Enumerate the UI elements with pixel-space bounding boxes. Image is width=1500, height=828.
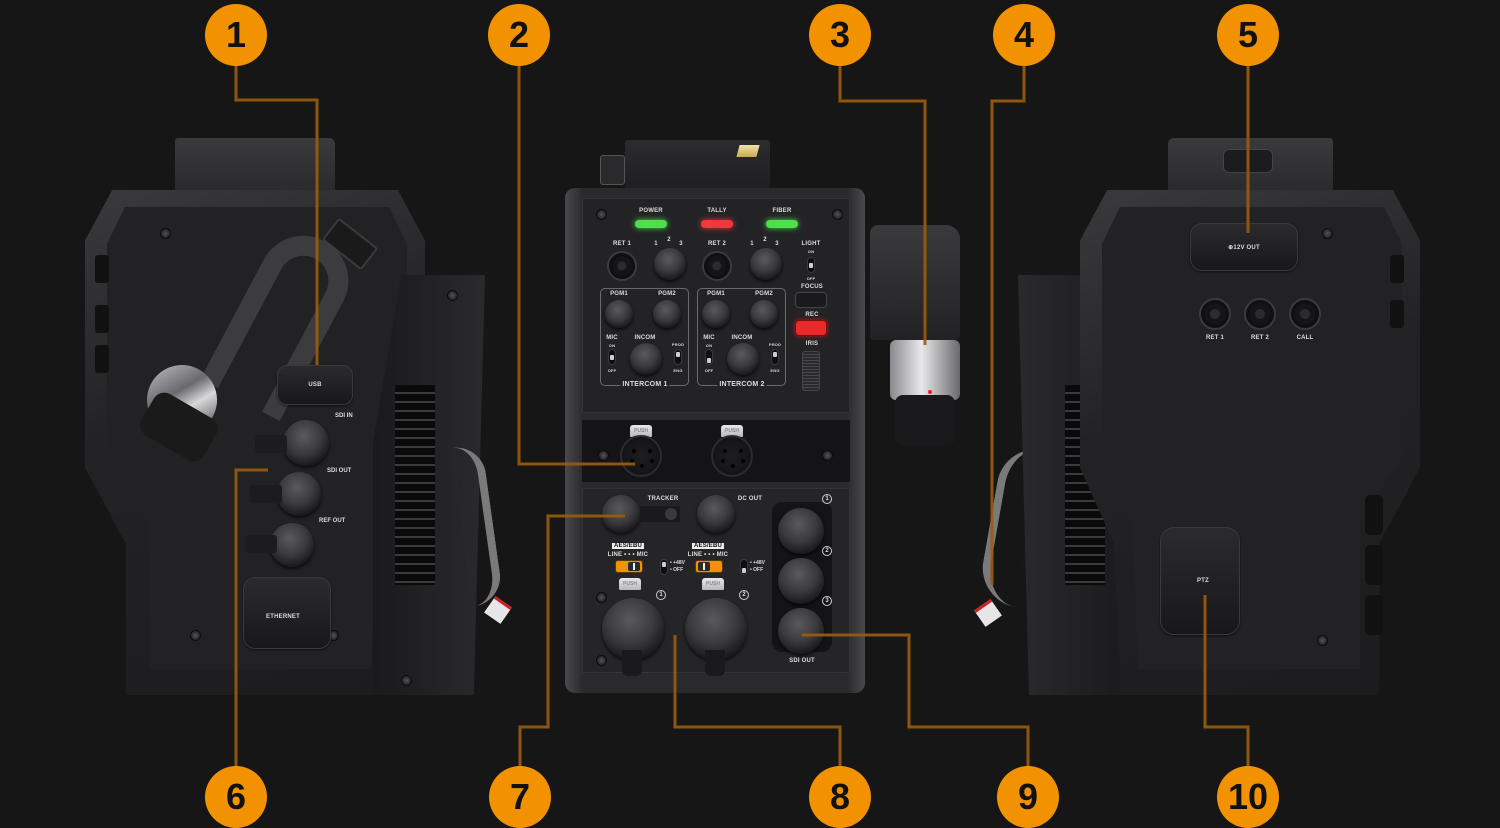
fiber-led-label: FIBER — [772, 208, 792, 214]
phantom-switch-2[interactable] — [740, 559, 748, 575]
tracker-connector[interactable] — [602, 495, 640, 533]
focus-button[interactable] — [795, 292, 827, 308]
fiber-connector-cap — [895, 395, 955, 445]
right-unit: ⊕12V OUT RET 1 RET 2 CALL PTZ — [960, 135, 1420, 695]
ret2-label: RET 2 — [707, 241, 727, 247]
intercom2-prod-eng-switch[interactable] — [771, 349, 779, 365]
ret1-label: RET 1 — [612, 241, 632, 247]
screw — [160, 228, 171, 239]
intercom1-incom-knob[interactable] — [630, 343, 662, 375]
callout-badge-10: 10 — [1217, 766, 1279, 828]
fiber-led — [766, 220, 798, 228]
ret1-button-right[interactable] — [1199, 298, 1231, 330]
line-mic-label-1: LINE • • • MIC — [607, 552, 649, 558]
xlr-push-tab[interactable]: PUSH — [630, 425, 652, 437]
iris-wheel[interactable] — [802, 351, 820, 391]
rec-label: REC — [805, 312, 819, 318]
sdi-in-label: SDI IN — [335, 413, 353, 419]
ret2-select-dial[interactable] — [750, 248, 782, 280]
power-led-label: POWER — [639, 208, 663, 214]
callout-badge-9: 9 — [997, 766, 1059, 828]
callout-badge-5: 5 — [1217, 4, 1279, 66]
screw — [190, 630, 201, 641]
xlr-push-tab[interactable]: PUSH — [702, 578, 724, 590]
ethernet-label: ETHERNET — [266, 614, 300, 620]
tracker-label: TRACKER — [647, 496, 679, 502]
intercom2-pgm2-knob[interactable] — [750, 300, 778, 328]
focus-label: FOCUS — [801, 284, 823, 290]
usb-label: USB — [308, 382, 322, 388]
ret1-select-dial[interactable] — [654, 248, 686, 280]
cooling-fins — [395, 385, 435, 585]
callout-badge-3: 3 — [809, 4, 871, 66]
cable-connector — [974, 599, 1002, 627]
intercom2-mic-switch[interactable] — [705, 349, 713, 365]
tally-led-label: TALLY — [707, 208, 727, 214]
ptz-label: PTZ — [1197, 578, 1209, 584]
callout-badge-7: 7 — [489, 766, 551, 828]
dc-out-label: DC OUT — [737, 496, 763, 502]
fiber-connector-barrel — [890, 340, 960, 400]
intercom1-mic-switch[interactable] — [608, 349, 616, 365]
12v-out-label: ⊕12V OUT — [1228, 245, 1260, 251]
mount-knob[interactable] — [1223, 149, 1273, 173]
sdi-in-connector[interactable] — [283, 420, 329, 466]
ptz-port-cover[interactable] — [1160, 527, 1240, 635]
ref-out-connector[interactable] — [270, 523, 314, 567]
right-panel — [1102, 207, 1402, 669]
intercom2-incom-knob[interactable] — [727, 343, 759, 375]
sdi-out-label: SDI OUT — [327, 468, 352, 474]
ret2-button-right[interactable] — [1244, 298, 1276, 330]
sdi-out-label-center: SDI OUT — [789, 658, 815, 664]
line-mic-label-2: LINE • • • MIC — [687, 552, 729, 558]
ret1-button[interactable] — [607, 251, 637, 281]
callout-badge-1: 1 — [205, 4, 267, 66]
sdi-out-2-connector[interactable] — [778, 558, 824, 604]
line-mic-switch-2[interactable] — [695, 560, 723, 573]
mount-lever[interactable] — [600, 155, 625, 185]
intercom2-pgm1-knob[interactable] — [702, 300, 730, 328]
intercom1-pgm1-knob[interactable] — [605, 300, 633, 328]
call-button[interactable] — [1289, 298, 1321, 330]
callout-badge-8: 8 — [809, 766, 871, 828]
intercom1-prod-eng-switch[interactable] — [674, 349, 682, 365]
dc-out-connector[interactable] — [697, 495, 735, 533]
phantom-switch-1[interactable] — [660, 559, 668, 575]
usb-port-cover[interactable] — [277, 365, 353, 405]
line-mic-switch-1[interactable] — [615, 560, 643, 573]
ethernet-port-cover[interactable] — [243, 577, 331, 649]
xlr-push-tab[interactable]: PUSH — [619, 578, 641, 590]
sdi-out-3-connector[interactable] — [778, 608, 824, 654]
iris-label: IRIS — [805, 341, 819, 347]
intercom-xlr-1[interactable] — [620, 435, 662, 477]
xlr-push-tab[interactable]: PUSH — [721, 425, 743, 437]
left-top-mount — [175, 138, 335, 193]
intercom1-title: INTERCOM 1 — [620, 381, 670, 388]
intercom2-title: INTERCOM 2 — [717, 381, 767, 388]
ref-out-label: REF OUT — [319, 518, 346, 524]
sdi-out-connector[interactable] — [277, 472, 321, 516]
light-label: LIGHT — [801, 241, 821, 247]
intercom1-pgm2-knob[interactable] — [653, 300, 681, 328]
aes-ebu-label-2: AES/EBU — [691, 543, 725, 549]
left-unit: USB SDI IN SDI OUT REF OUT ETHERNET — [85, 135, 535, 695]
aes-ebu-label-1: AES/EBU — [611, 543, 645, 549]
tally-led — [701, 220, 733, 228]
callout-badge-2: 2 — [488, 4, 550, 66]
power-led — [635, 220, 667, 228]
12v-out-port-cover[interactable] — [1190, 223, 1298, 271]
intercom-xlr-2[interactable] — [711, 435, 753, 477]
ret2-button[interactable] — [702, 251, 732, 281]
callout-badge-6: 6 — [205, 766, 267, 828]
light-switch[interactable] — [807, 257, 815, 273]
rec-button[interactable] — [795, 320, 827, 336]
center-unit: POWER TALLY FIBER RET 1 1 2 3 RET 2 1 2 … — [560, 140, 960, 695]
sdi-out-1-connector[interactable] — [778, 508, 824, 554]
fiber-connector-housing — [870, 225, 960, 340]
callout-badge-4: 4 — [993, 4, 1055, 66]
